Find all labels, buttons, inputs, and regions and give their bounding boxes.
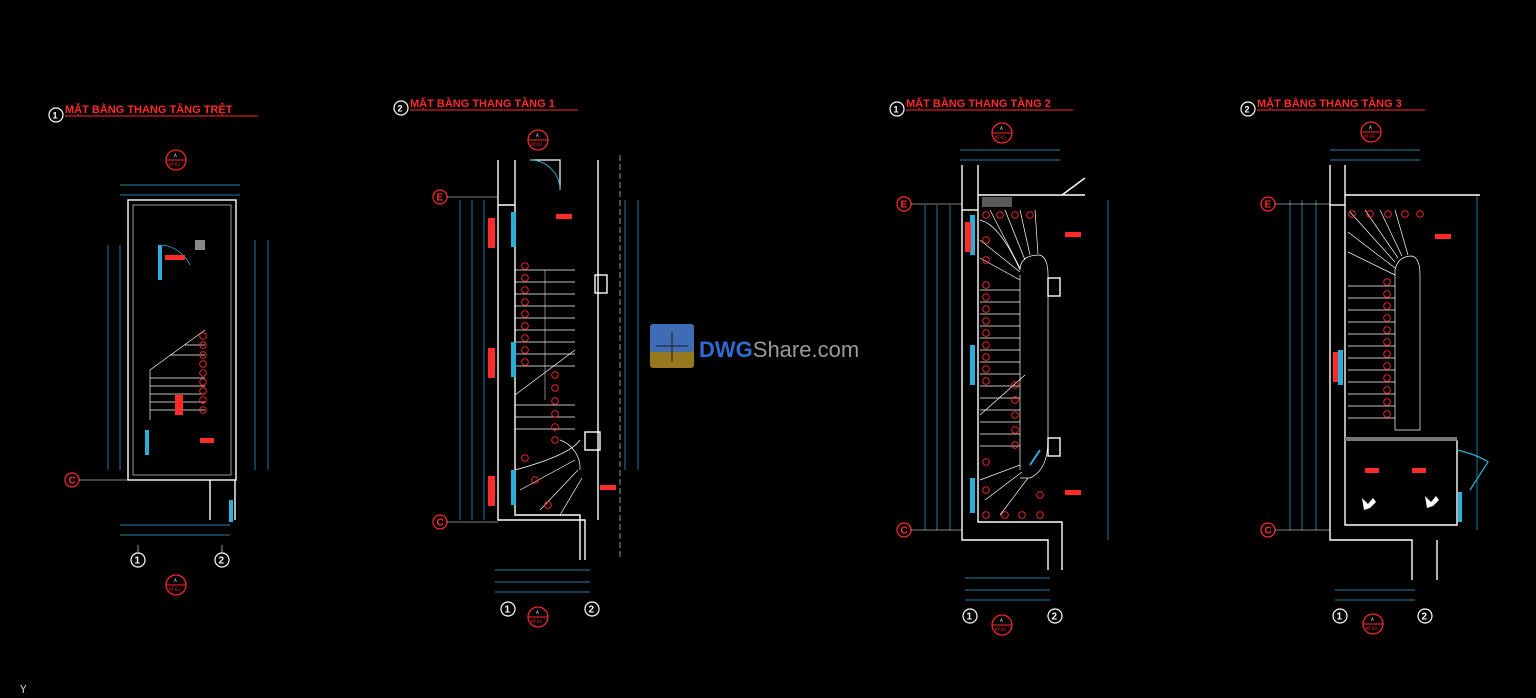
svg-text:E: E <box>901 200 908 211</box>
grid-bubbles: C 1 2 <box>64 472 230 568</box>
stair-step-numbers <box>199 332 207 414</box>
drawing-floor-3: 2 MẶT BẰNG THANG TẦNG 3 A KT-03 <box>1240 97 1489 635</box>
svg-text:2: 2 <box>219 556 225 567</box>
stair-step-numbers <box>982 211 1044 519</box>
dimension-lines <box>107 184 269 536</box>
svg-text:KT-03: KT-03 <box>531 142 542 147</box>
svg-text:1: 1 <box>505 605 511 616</box>
grid-bubbles: E C 1 2 <box>432 189 600 617</box>
drawing-ground-floor: 1 MẶT BẰNG THANG TẦNG TRỆT A KT-03 <box>48 103 269 596</box>
title-marker-number: 1 <box>894 105 899 115</box>
slab-edge <box>1345 437 1457 441</box>
stair-flight <box>979 209 1049 516</box>
doors-windows <box>965 215 1081 513</box>
watermark-logo-icon <box>650 324 694 368</box>
drawing-title: MẶT BẰNG THANG TẦNG 2 <box>906 97 1051 110</box>
svg-text:KT-03: KT-03 <box>169 587 180 592</box>
title-marker-circle <box>393 100 409 116</box>
svg-text:C: C <box>1265 526 1272 537</box>
drawing-title: MẶT BẰNG THANG TẦNG 3 <box>1257 97 1402 110</box>
svg-text:2: 2 <box>589 605 595 616</box>
walls <box>497 155 621 560</box>
svg-text:1: 1 <box>135 556 141 567</box>
doors-windows <box>1333 234 1489 522</box>
dimension-lines <box>459 200 639 593</box>
svg-text:A: A <box>174 578 177 583</box>
drawing-title: MẶT BẰNG THANG TẦNG 1 <box>410 97 555 110</box>
title-marker-circle <box>48 107 64 123</box>
grid-bubble-1 <box>500 601 516 617</box>
svg-text:C: C <box>69 476 76 487</box>
stair-step-numbers <box>521 262 559 509</box>
svg-text:A: A <box>536 133 539 138</box>
dimension-lines <box>1289 149 1478 601</box>
svg-text:A: A <box>1369 125 1372 130</box>
grid-bubble-1 <box>962 608 978 624</box>
title-marker-circle <box>1240 101 1256 117</box>
grid-bubble-1 <box>1332 608 1348 624</box>
grid-bubble-2 <box>584 601 600 617</box>
svg-text:A: A <box>536 610 539 615</box>
svg-text:KT-03: KT-03 <box>995 627 1006 632</box>
drawing-floor-2: 1 MẶT BẰNG THANG TẦNG 2 A KT-03 <box>889 97 1109 636</box>
title-marker-number: 1 <box>53 111 58 121</box>
svg-text:2: 2 <box>1052 612 1058 623</box>
svg-text:KT-03: KT-03 <box>1366 626 1377 631</box>
svg-text:A: A <box>174 153 177 158</box>
ucs-axis-label: Y <box>20 683 27 696</box>
svg-text:C: C <box>437 518 444 529</box>
svg-text:A: A <box>1000 126 1003 131</box>
watermark: DWGShare.com <box>650 324 859 368</box>
svg-text:1: 1 <box>967 612 973 623</box>
floor-slab-hatch <box>982 197 1012 207</box>
svg-text:A: A <box>1371 617 1374 622</box>
section-marker-top: A KT-03 <box>1360 121 1382 143</box>
watermark-text: DWGShare.com <box>699 337 859 362</box>
drawing-floor-1: 2 MẶT BẰNG THANG TẦNG 1 A KT-03 <box>393 97 639 628</box>
stair-flight <box>1347 209 1421 431</box>
svg-text:KT-03: KT-03 <box>169 162 180 167</box>
title-marker-number: 2 <box>1245 105 1250 115</box>
svg-text:KT-03: KT-03 <box>531 619 542 624</box>
dimension-lines <box>924 149 1109 601</box>
doors-windows <box>488 159 616 506</box>
svg-text:C: C <box>901 526 908 537</box>
section-marker-bottom: A KT-03 <box>165 574 187 596</box>
floor-drain-symbols <box>1362 496 1439 510</box>
grid-bubbles: E C 1 2 <box>896 196 1063 624</box>
svg-text:E: E <box>437 193 444 204</box>
section-marker-top: A KT-03 <box>165 149 187 171</box>
grid-bubble-2 <box>1047 608 1063 624</box>
svg-text:1: 1 <box>1337 612 1343 623</box>
section-marker-top: A KT-03 <box>991 122 1013 144</box>
ucs-icon: Y <box>20 683 27 696</box>
section-marker-bottom: A KT-03 <box>527 606 549 628</box>
walls <box>1329 165 1480 580</box>
section-marker-bottom: A KT-03 <box>991 614 1013 636</box>
svg-text:2: 2 <box>1422 612 1428 623</box>
title-marker-circle <box>889 101 905 117</box>
svg-text:KT-03: KT-03 <box>995 135 1006 140</box>
drawing-title: MẶT BẰNG THANG TẦNG TRỆT <box>65 103 233 116</box>
grid-bubble-2 <box>1417 608 1433 624</box>
section-marker-top: A KT-03 <box>527 129 549 151</box>
title-marker-number: 2 <box>398 104 403 114</box>
svg-text:E: E <box>1265 200 1272 211</box>
stair-step-numbers <box>1348 210 1424 418</box>
doors-windows <box>145 240 233 522</box>
stair-flight <box>514 269 583 516</box>
svg-text:KT-03: KT-03 <box>1364 134 1375 139</box>
svg-text:A: A <box>1000 618 1003 623</box>
grid-bubbles: E C 1 2 <box>1260 196 1433 624</box>
walls <box>127 199 237 520</box>
section-marker-bottom: A KT-03 <box>1362 613 1384 635</box>
walls <box>961 165 1086 570</box>
